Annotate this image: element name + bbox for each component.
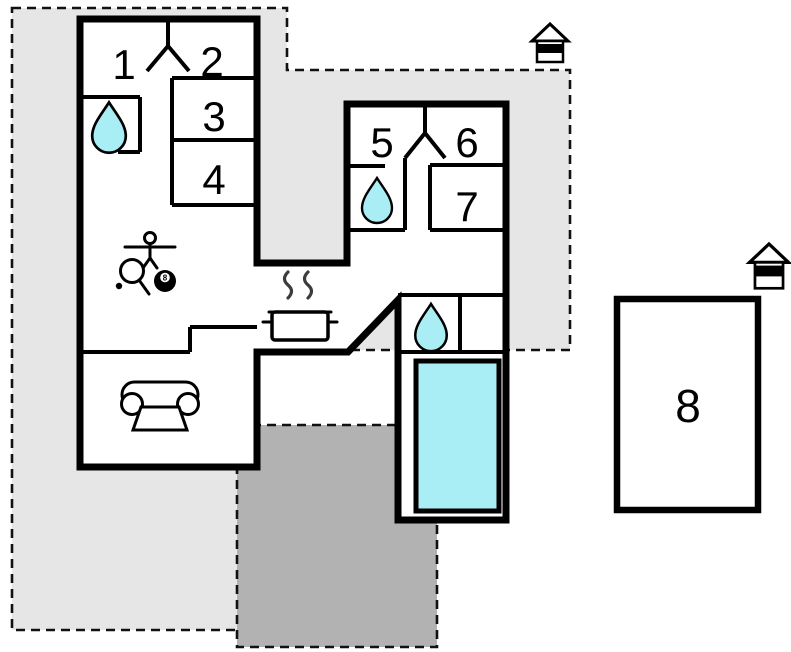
swimming-pool xyxy=(413,358,502,514)
room-label-2: 2 xyxy=(200,38,223,85)
billiard-8-ball-icon: 8 xyxy=(154,270,176,292)
steam-line xyxy=(282,270,294,300)
sofa-seat xyxy=(130,405,190,432)
games-icons: 8 xyxy=(115,231,177,296)
room-label-6: 6 xyxy=(455,119,478,166)
figure-head xyxy=(143,231,157,245)
sofa-arm xyxy=(120,392,144,416)
foosball-figure-icon xyxy=(123,231,177,270)
water-drop-icon xyxy=(413,301,449,353)
room-label-1: 1 xyxy=(112,41,135,88)
sofa-arm xyxy=(176,392,200,416)
table-tennis-ball xyxy=(115,282,123,290)
well-house-icon xyxy=(745,241,791,290)
well-house-icon xyxy=(528,21,572,64)
water-drop-icon xyxy=(360,175,394,225)
paddle-blade xyxy=(119,258,145,284)
table-tennis-paddle-icon xyxy=(115,258,151,296)
room-label-7: 7 xyxy=(455,183,478,230)
ball-number: 8 xyxy=(163,274,168,283)
interior-walls xyxy=(80,19,506,354)
pot-body xyxy=(270,310,330,342)
room-label-5: 5 xyxy=(370,119,393,166)
steam-line xyxy=(302,270,314,300)
room-label-8: 8 xyxy=(675,380,701,432)
water-drop-icon xyxy=(90,99,128,155)
figure-body xyxy=(141,242,159,270)
sofa-icon xyxy=(120,380,200,432)
room-label-3: 3 xyxy=(202,93,225,140)
room-label-4: 4 xyxy=(202,156,225,203)
annex-building xyxy=(613,295,762,514)
stove-icon xyxy=(261,270,339,342)
ball-circle xyxy=(160,272,170,283)
paddle-handle xyxy=(137,278,151,296)
